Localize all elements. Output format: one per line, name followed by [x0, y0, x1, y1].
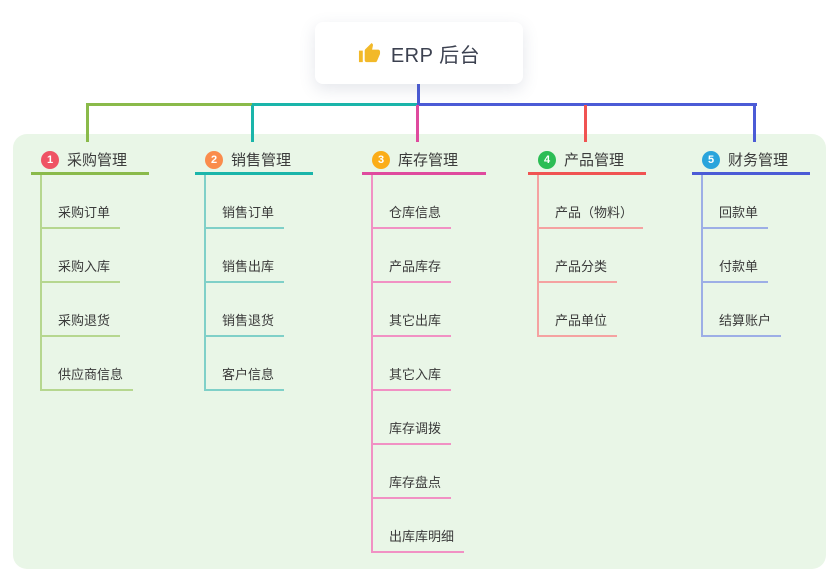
- branch-title: 库存管理: [398, 152, 459, 169]
- branch-sales: 2 销售管理 销售订单 销售出库 销售退货 客户信息: [195, 147, 313, 391]
- child-node[interactable]: 回款单: [703, 175, 810, 229]
- branch-inventory: 3 库存管理 仓库信息 产品库存 其它出库 其它入库 库存调拨 库存盘点 出库库…: [362, 147, 486, 553]
- child-node[interactable]: 产品（物料）: [539, 175, 646, 229]
- branch-number-badge: 4: [538, 150, 556, 169]
- child-label: 结算账户: [703, 310, 782, 337]
- connector-trunk-green: [86, 103, 252, 106]
- branch-title: 财务管理: [728, 152, 789, 169]
- connector-drop-sales: [251, 105, 254, 142]
- child-label: 销售出库: [206, 256, 285, 283]
- child-node[interactable]: 库存盘点: [373, 445, 486, 499]
- child-node[interactable]: 其它出库: [373, 283, 486, 337]
- connector-root-stem: [417, 84, 420, 105]
- child-node[interactable]: 客户信息: [206, 337, 313, 391]
- child-node[interactable]: 供应商信息: [42, 337, 149, 391]
- branch-purchase: 1 采购管理 采购订单 采购入库 采购退货 供应商信息: [31, 147, 149, 391]
- branch-children: 回款单 付款单 结算账户: [701, 175, 810, 337]
- child-label: 产品单位: [539, 310, 618, 337]
- root-node[interactable]: ERP 后台: [315, 22, 523, 84]
- connector-trunk-blue: [417, 103, 757, 106]
- branch-title: 采购管理: [67, 152, 128, 169]
- branch-number-badge: 1: [41, 150, 59, 169]
- branch-header-sales[interactable]: 2 销售管理: [195, 147, 313, 175]
- branch-title: 销售管理: [231, 152, 292, 169]
- child-node[interactable]: 出库库明细: [373, 499, 486, 553]
- child-node[interactable]: 仓库信息: [373, 175, 486, 229]
- child-label: 采购订单: [42, 202, 121, 229]
- thumbs-up-icon: [358, 42, 381, 65]
- branch-product: 4 产品管理 产品（物料） 产品分类 产品单位: [528, 147, 646, 337]
- connector-drop-inventory: [416, 105, 419, 142]
- child-node[interactable]: 产品库存: [373, 229, 486, 283]
- child-label: 库存调拨: [373, 418, 452, 445]
- child-label: 库存盘点: [373, 472, 452, 499]
- child-label: 付款单: [703, 256, 769, 283]
- branch-header-finance[interactable]: 5 财务管理: [692, 147, 810, 175]
- child-label: 采购入库: [42, 256, 121, 283]
- branch-header-inventory[interactable]: 3 库存管理: [362, 147, 486, 175]
- child-label: 销售退货: [206, 310, 285, 337]
- branch-header-purchase[interactable]: 1 采购管理: [31, 147, 149, 175]
- branch-number-badge: 3: [372, 150, 390, 169]
- child-node[interactable]: 销售出库: [206, 229, 313, 283]
- child-label: 客户信息: [206, 364, 285, 391]
- child-label: 仓库信息: [373, 202, 452, 229]
- connector-drop-finance: [753, 105, 756, 142]
- child-node[interactable]: 库存调拨: [373, 391, 486, 445]
- child-node[interactable]: 产品分类: [539, 229, 646, 283]
- branch-children: 采购订单 采购入库 采购退货 供应商信息: [40, 175, 149, 391]
- branch-children: 产品（物料） 产品分类 产品单位: [537, 175, 646, 337]
- branch-finance: 5 财务管理 回款单 付款单 结算账户: [692, 147, 810, 337]
- child-label: 回款单: [703, 202, 769, 229]
- branch-number-badge: 5: [702, 150, 720, 169]
- child-node[interactable]: 其它入库: [373, 337, 486, 391]
- branch-number-badge: 2: [205, 150, 223, 169]
- child-node[interactable]: 产品单位: [539, 283, 646, 337]
- child-label: 产品库存: [373, 256, 452, 283]
- connector-drop-product: [584, 105, 587, 142]
- mindmap-panel: [13, 134, 826, 569]
- connector-trunk-teal: [252, 103, 418, 106]
- child-node[interactable]: 采购入库: [42, 229, 149, 283]
- branch-title: 产品管理: [564, 152, 625, 169]
- child-node[interactable]: 销售订单: [206, 175, 313, 229]
- branch-children: 销售订单 销售出库 销售退货 客户信息: [204, 175, 313, 391]
- connector-drop-purchase: [86, 105, 89, 142]
- child-node[interactable]: 采购退货: [42, 283, 149, 337]
- child-label: 销售订单: [206, 202, 285, 229]
- child-node[interactable]: 采购订单: [42, 175, 149, 229]
- child-label: 产品分类: [539, 256, 618, 283]
- child-label: 产品（物料）: [539, 202, 644, 229]
- branch-header-product[interactable]: 4 产品管理: [528, 147, 646, 175]
- child-label: 出库库明细: [373, 526, 465, 553]
- child-label: 供应商信息: [42, 364, 134, 391]
- child-label: 其它入库: [373, 364, 452, 391]
- child-node[interactable]: 结算账户: [703, 283, 810, 337]
- child-label: 其它出库: [373, 310, 452, 337]
- child-label: 采购退货: [42, 310, 121, 337]
- root-title: ERP 后台: [390, 44, 481, 67]
- child-node[interactable]: 付款单: [703, 229, 810, 283]
- child-node[interactable]: 销售退货: [206, 283, 313, 337]
- branch-children: 仓库信息 产品库存 其它出库 其它入库 库存调拨 库存盘点 出库库明细: [371, 175, 486, 553]
